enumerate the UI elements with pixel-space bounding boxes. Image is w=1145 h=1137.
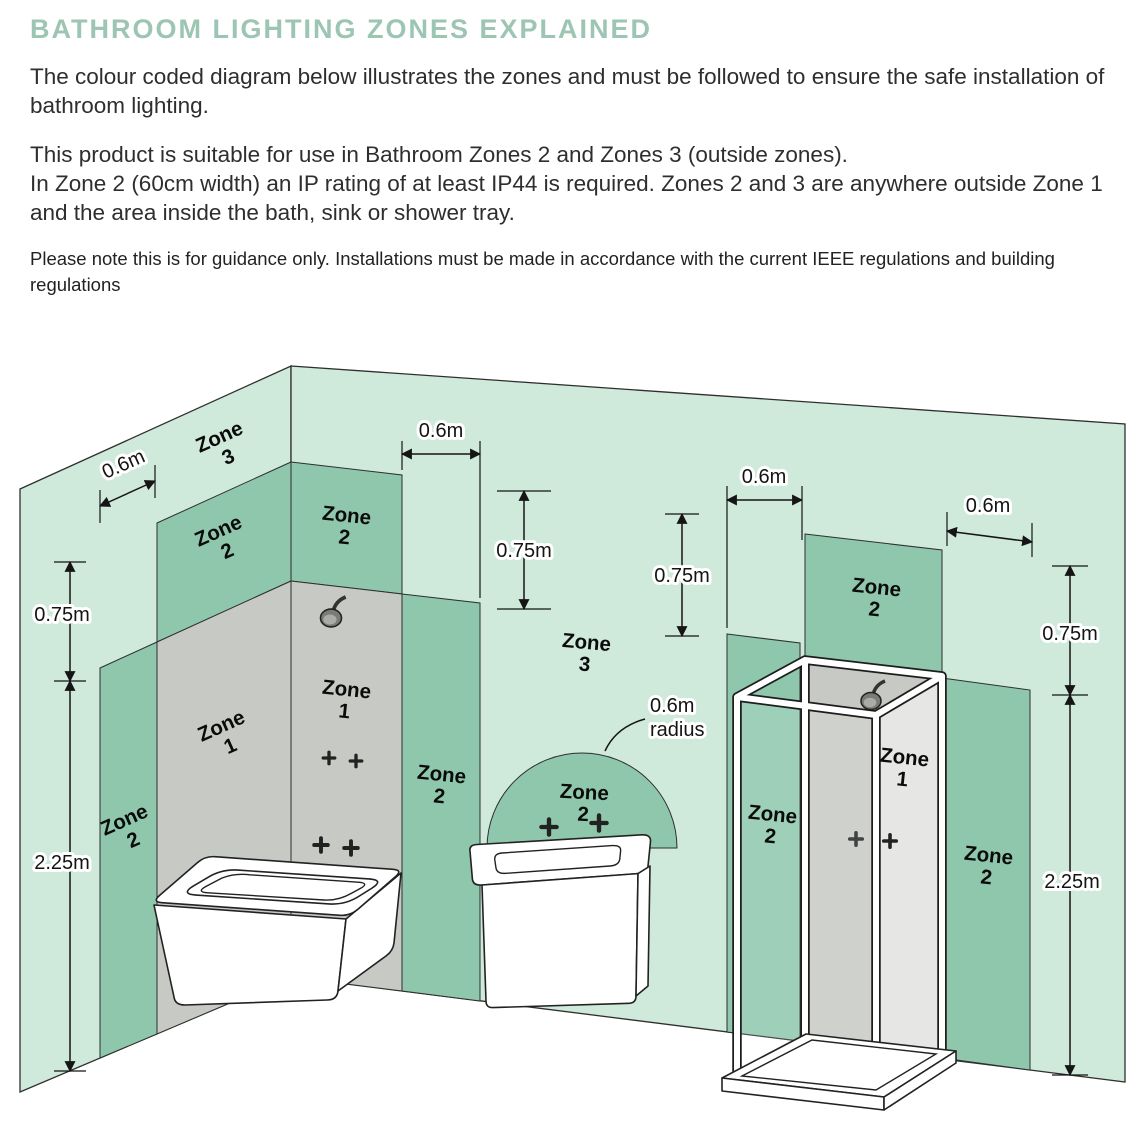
basin-cabinet-front <box>481 872 639 1009</box>
shower-side-glass <box>875 675 943 1091</box>
dimension-bath-upper-height: 0.75m <box>493 489 555 611</box>
dimensions: 0.6m 0.75m 2.25m 0.6m <box>31 417 1103 1077</box>
intro-paragraph: The colour coded diagram below illustrat… <box>30 64 1105 119</box>
basin-zone2-halfdisc <box>486 752 678 849</box>
svg-text:2: 2 <box>338 525 352 549</box>
svg-text:0.75m: 0.75m <box>496 540 552 562</box>
svg-text:Zone: Zone <box>747 801 798 829</box>
shower-frame <box>734 657 945 1093</box>
zone-label-bath-zone1: Zone 1 <box>321 676 372 724</box>
svg-text:radius: radius <box>650 719 704 741</box>
svg-text:1: 1 <box>896 767 910 791</box>
svg-text:Zone: Zone <box>321 502 372 530</box>
zone-label-mid-zone3: Zone 3 <box>561 629 612 676</box>
washbasin <box>469 815 652 1009</box>
zone-label-basin-zone2: Zone 2 <box>559 780 609 827</box>
bath-end-face <box>337 872 402 992</box>
svg-text:0.6m: 0.6m <box>966 495 1010 517</box>
dimension-right-lower-height: 2.25m <box>1041 693 1103 1077</box>
zone-label-shower-zone2-left: Zone 2 <box>747 801 798 849</box>
suitability-line-1: This product is suitable for use in Bath… <box>30 141 848 167</box>
zone-label-shower-zone2-right: Zone 2 <box>963 842 1014 890</box>
svg-text:2: 2 <box>764 824 778 848</box>
svg-text:0.75m: 0.75m <box>654 565 710 587</box>
svg-text:3: 3 <box>578 652 591 676</box>
svg-text:Zone: Zone <box>561 629 612 656</box>
dimension-shower-left-height: 0.75m <box>651 512 713 638</box>
left-wall-zone2-strip <box>99 641 158 1059</box>
svg-text:0.75m: 0.75m <box>34 604 90 626</box>
bath-front-face <box>153 904 347 1006</box>
bath-inner-rim <box>186 869 379 905</box>
suitability-paragraph: This product is suitable for use in Bath… <box>30 140 1120 228</box>
dimension-right-upper-height: 0.75m <box>1039 564 1101 697</box>
dimension-left-lower-height: 2.25m <box>31 679 93 1073</box>
svg-text:0.75m: 0.75m <box>1042 623 1098 645</box>
svg-text:Zone: Zone <box>851 574 902 602</box>
basin-bowl-line <box>494 844 622 875</box>
dimension-shower-right-width: 0.6m <box>945 492 1034 557</box>
zone-label-shower-zone2-upper: Zone 2 <box>851 574 902 622</box>
shower-enclosure <box>721 655 957 1111</box>
bathroom-zones-diagram: Zone 3 Zone 2 Zone 1 Zone 2 Zone 2 Zone … <box>19 364 1126 1111</box>
svg-text:0.6m: 0.6m <box>419 420 463 442</box>
svg-text:2.25m: 2.25m <box>1044 871 1100 893</box>
svg-text:0.6m: 0.6m <box>742 466 786 488</box>
suitability-line-2: In Zone 2 (60cm width) an IP rating of a… <box>30 170 1103 225</box>
svg-text:2: 2 <box>577 803 590 827</box>
guidance-note: Please note this is for guidance only. I… <box>30 248 1055 296</box>
basin-cabinet-side <box>635 865 651 997</box>
svg-text:2: 2 <box>868 597 882 621</box>
bath-zone2-side-band <box>401 593 481 1002</box>
svg-text:Zone: Zone <box>321 676 372 704</box>
zone-label-bath-zone2-upper: Zone 2 <box>321 502 372 550</box>
dimension-shower-left-width: 0.6m <box>725 463 804 628</box>
svg-text:Zone: Zone <box>879 744 930 772</box>
zone-label-shower-zone1: Zone 1 <box>879 744 930 792</box>
svg-text:2: 2 <box>980 865 994 889</box>
svg-text:1: 1 <box>338 699 352 723</box>
dimension-basin-radius: 0.6m radius <box>604 692 707 752</box>
dimension-bath-band-width: 0.6m <box>400 417 482 598</box>
svg-text:Zone: Zone <box>416 761 467 789</box>
svg-text:2.25m: 2.25m <box>34 852 90 874</box>
shower-tray-inner-line <box>739 1039 939 1091</box>
shower-tray-skirt-side <box>883 1050 957 1111</box>
svg-text:2: 2 <box>433 784 447 808</box>
header: BATHROOM LIGHTING ZONES EXPLAINED The co… <box>30 14 1120 298</box>
bath-tub-floor-line <box>200 873 366 901</box>
svg-text:Zone: Zone <box>963 842 1014 870</box>
bathtub <box>153 595 402 1006</box>
svg-text:0.6m: 0.6m <box>650 695 694 717</box>
page-title: BATHROOM LIGHTING ZONES EXPLAINED <box>30 14 653 44</box>
zone-label-bath-zone2-side: Zone 2 <box>416 761 467 809</box>
svg-text:Zone: Zone <box>559 780 609 806</box>
